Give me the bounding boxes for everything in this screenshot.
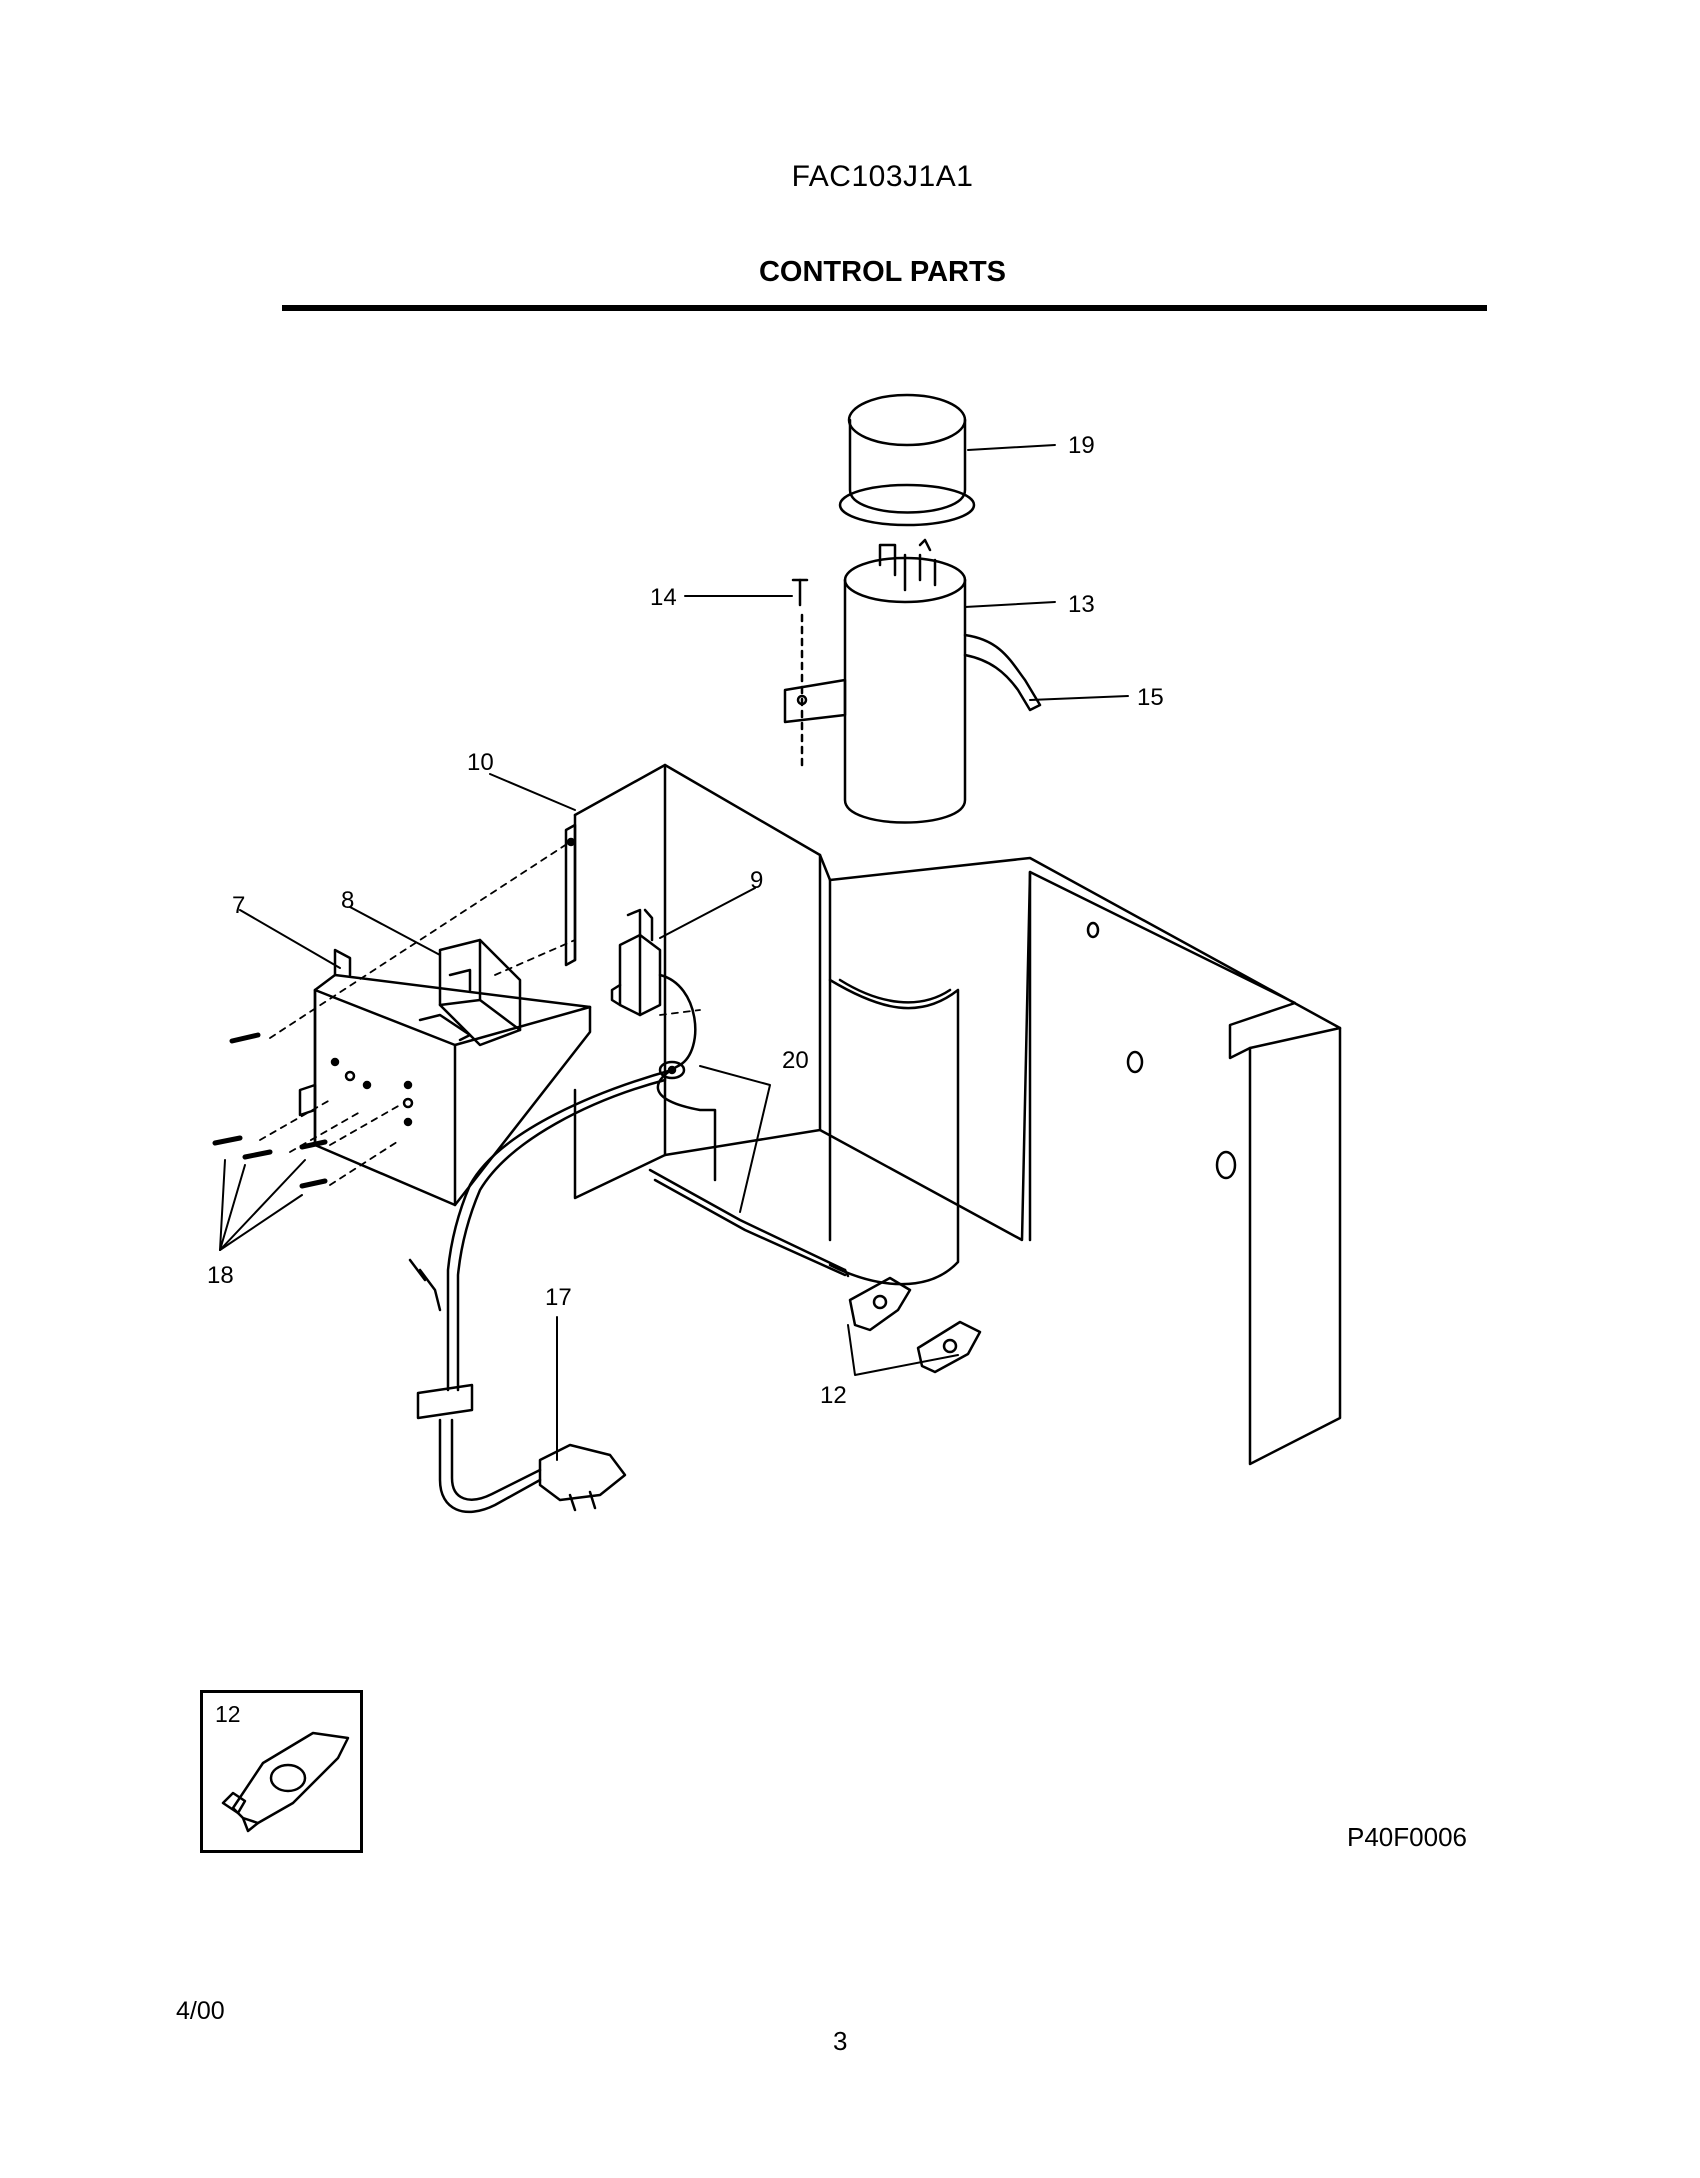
callout-18: 18 — [207, 1262, 234, 1289]
callout-7: 7 — [232, 892, 245, 919]
capacitor-boot — [838, 393, 976, 527]
control-box — [298, 948, 592, 1207]
sensing-bulb — [648, 973, 850, 1278]
callout-12: 12 — [820, 1382, 847, 1409]
selector-switch — [418, 938, 522, 1047]
revision-date: 4/00 — [176, 1997, 225, 2025]
callout-13: 13 — [1068, 591, 1095, 618]
detail-label: 12 — [215, 1701, 241, 1727]
callout-15: 15 — [1137, 684, 1164, 711]
callout-8: 8 — [341, 887, 354, 914]
mounting-clips — [848, 1276, 982, 1374]
callout-10: 10 — [467, 749, 494, 776]
section-title: CONTROL PARTS — [758, 256, 1007, 288]
callout-20: 20 — [782, 1047, 809, 1074]
cabinet-housing — [818, 853, 1342, 1466]
title-rule — [282, 305, 1487, 311]
callout-14: 14 — [650, 584, 677, 611]
callout-9: 9 — [750, 867, 763, 894]
callout-19: 19 — [1068, 432, 1095, 459]
capacitor — [843, 538, 967, 824]
figure-code: P40F0006 — [1347, 1822, 1467, 1852]
thermostat — [610, 908, 662, 1017]
control-panel — [564, 763, 822, 1200]
power-cord — [408, 1068, 674, 1514]
page-number: 3 — [833, 2026, 848, 2056]
model-number: FAC103J1A1 — [791, 160, 974, 193]
box-screws — [212, 1032, 328, 1189]
detail-inset: 12 — [200, 1690, 363, 1853]
mounting-screw — [791, 578, 809, 772]
capacitor-strap — [783, 633, 1042, 724]
callout-17: 17 — [545, 1284, 572, 1311]
clip-detail-drawing — [221, 1731, 350, 1833]
assembly-lines — [259, 841, 701, 1186]
leader-lines — [219, 444, 1129, 1461]
